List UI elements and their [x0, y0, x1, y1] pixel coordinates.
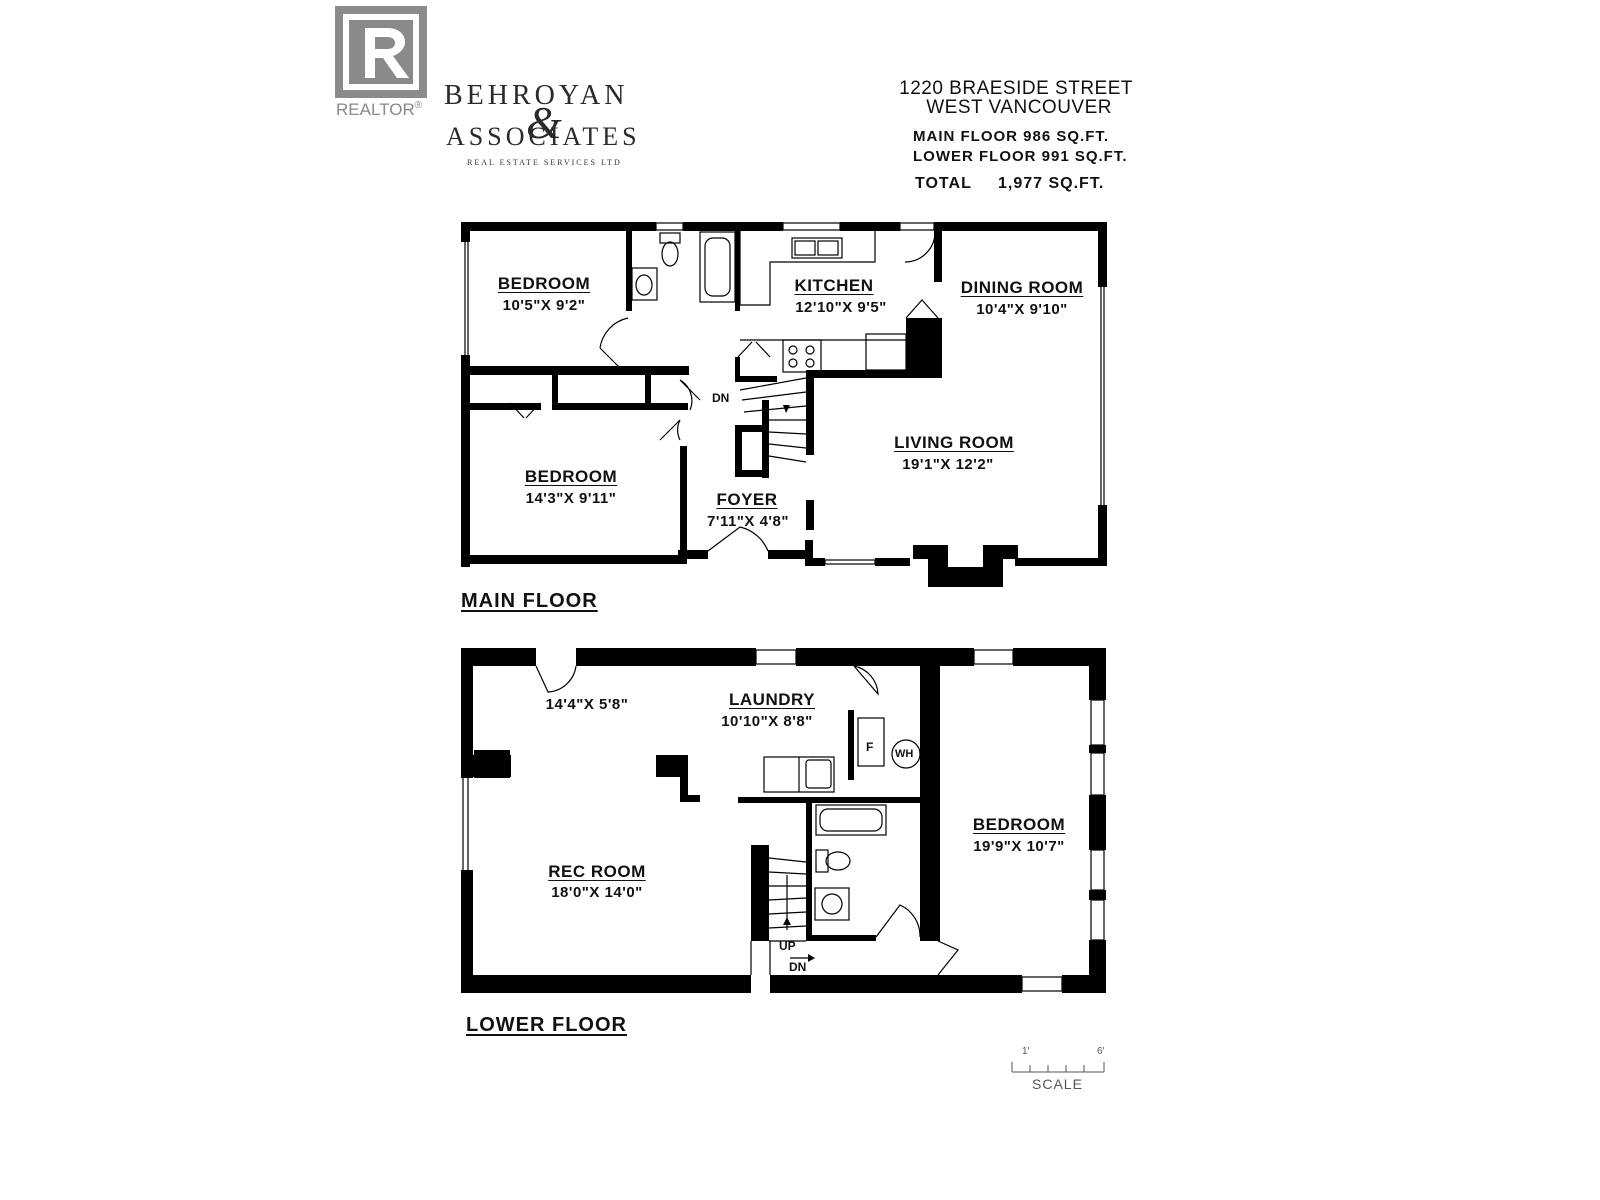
room-name-dining-room: DINING ROOM — [960, 278, 1084, 297]
room-dims-bedroom-1: 10'5"X 9'2" — [502, 297, 586, 314]
furnace-label: F — [866, 740, 874, 754]
water-heater-label: WH — [895, 748, 914, 760]
room-name-kitchen: KITCHEN — [794, 276, 874, 295]
address-line-2: WEST VANCOUVER — [926, 97, 1112, 118]
lower-floor-label: LOWER FLOOR — [466, 1014, 627, 1036]
scale-bar — [1011, 1062, 1105, 1073]
realtor-logo-icon — [335, 6, 427, 98]
main-floor-area: MAIN FLOOR 986 SQ.FT. — [913, 128, 1110, 145]
stair-up-marker: UP — [779, 939, 796, 953]
room-dims-dining-room: 10'4"X 9'10" — [976, 301, 1068, 318]
brand-tagline: REAL ESTATE SERVICES LTD — [467, 158, 622, 167]
room-dims-bedroom-2: 14'3"X 9'11" — [525, 490, 617, 507]
total-label: TOTAL — [915, 175, 972, 192]
realtor-wordmark: REALTOR® — [336, 100, 423, 119]
room-name-bedroom-2: BEDROOM — [524, 467, 618, 486]
stair-down-marker-main: DN — [712, 391, 730, 405]
total-area: 1,977 SQ.FT. — [998, 175, 1105, 192]
stair-down-marker-lower: DN — [789, 960, 807, 974]
scale-tick-start: 1' — [1022, 1046, 1030, 1057]
room-dims-rec-room: 18'0"X 14'0" — [551, 884, 643, 901]
address-line-1: 1220 BRAESIDE STREET — [899, 78, 1133, 99]
room-dims-living-room: 19'1"X 12'2" — [902, 456, 994, 473]
room-name-foyer: FOYER — [716, 490, 778, 509]
main-floor-label: MAIN FLOOR — [461, 590, 598, 612]
brand-name-line1: BEHROYAN — [444, 80, 629, 111]
room-dims-bedroom-lower: 19'9"X 10'7" — [973, 838, 1065, 855]
room-name-bedroom-lower: BEDROOM — [972, 815, 1066, 834]
lower-floor-area: LOWER FLOOR 991 SQ.FT. — [913, 148, 1128, 165]
room-name-living-room: LIVING ROOM — [894, 433, 1014, 452]
room-dims-laundry: 10'10"X 8'8" — [721, 713, 813, 730]
brand-ampersand: & — [526, 97, 562, 148]
room-name-laundry: LAUNDRY — [729, 690, 815, 709]
room-dims-hall-storage: 14'4"X 5'8" — [545, 696, 629, 713]
room-name-rec-room: REC ROOM — [548, 862, 646, 881]
room-dims-kitchen: 12'10"X 9'5" — [795, 299, 887, 316]
room-name-bedroom-1: BEDROOM — [497, 274, 591, 293]
room-dims-foyer: 7'11"X 4'8" — [707, 513, 789, 530]
scale-tick-end: 6' — [1097, 1046, 1105, 1057]
scale-label: SCALE — [1032, 1076, 1083, 1092]
brand-name-line2: ASSOCIATES — [446, 122, 641, 151]
